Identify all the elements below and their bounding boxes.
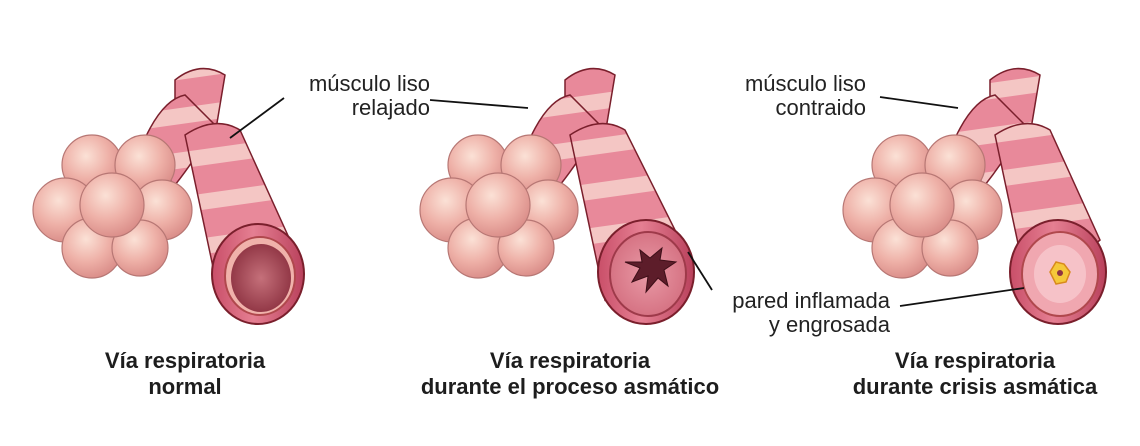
label-inflamed-wall: pared inflamada y engrosada xyxy=(732,288,890,337)
airway-asthmatic-process xyxy=(419,67,695,325)
alveoli-cluster xyxy=(419,134,579,279)
caption-asthmatic-process: Vía respiratoria durante el proceso asmá… xyxy=(420,348,720,399)
leader-lines xyxy=(229,96,1025,307)
airway-normal xyxy=(32,67,305,325)
caption-asthma-crisis: Vía respiratoria durante crisis asmática xyxy=(852,348,1098,399)
alveoli-cluster xyxy=(32,134,193,279)
label-relaxed-muscle: músculo liso relajado xyxy=(308,71,430,120)
alveoli-cluster xyxy=(842,134,1003,279)
label-contracted-muscle: músculo liso contraido xyxy=(744,71,866,120)
caption-normal: Vía respiratoria normal xyxy=(104,348,266,399)
airway-asthma-crisis xyxy=(842,67,1107,325)
